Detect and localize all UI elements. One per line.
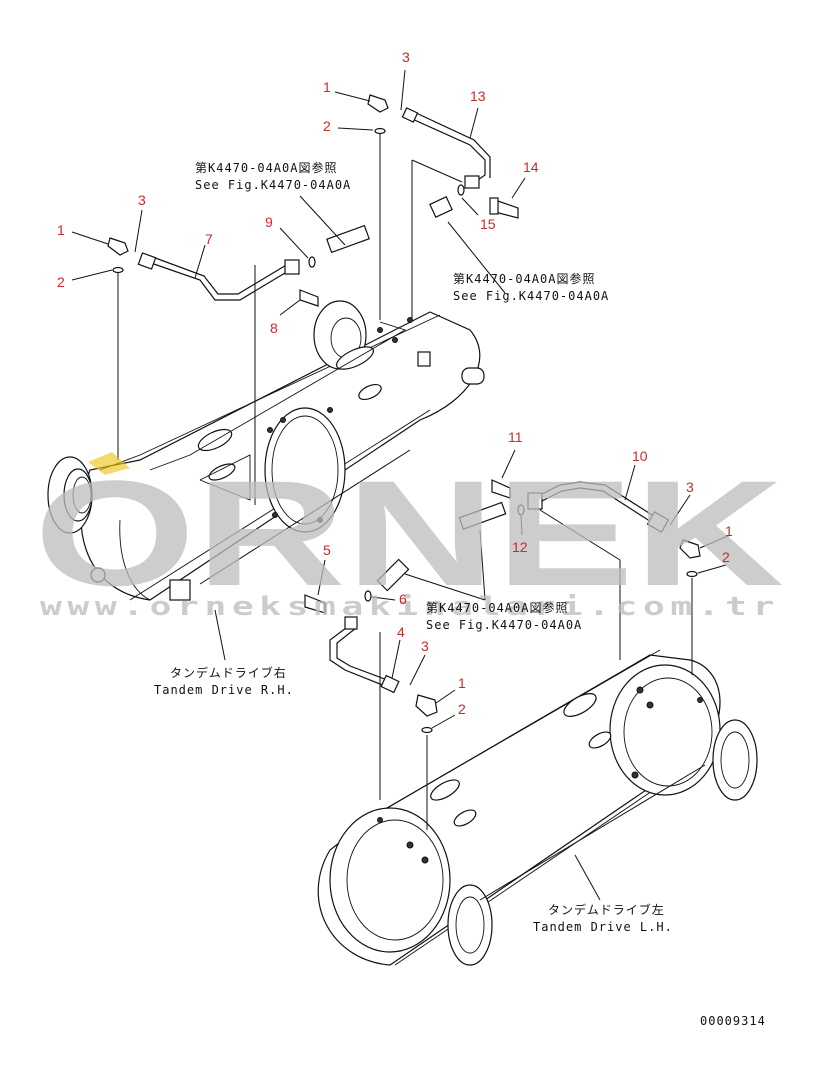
callout-4: 4	[397, 624, 405, 640]
ref-top-en: See Fig.K4470-04A0A	[195, 178, 351, 192]
ref-right-jp: 第K4470-04A0A図参照	[453, 271, 595, 286]
callout-13: 13	[470, 88, 486, 104]
drawing-number: 00009314	[700, 1014, 766, 1028]
assembly-lh-jp: タンデムドライブ左	[548, 902, 665, 917]
reference-labels: 第K4470-04A0A図参照 See Fig.K4470-04A0A 第K44…	[154, 160, 766, 1028]
callout-11: 11	[508, 429, 523, 445]
callout-1-lower: 1	[458, 675, 466, 691]
callout-1-top: 1	[323, 79, 331, 95]
callout-9: 9	[265, 214, 273, 230]
assembly-rh-en: Tandem Drive R.H.	[154, 683, 294, 697]
callout-2-top: 2	[323, 118, 331, 134]
watermark-brand: ORNEK	[34, 449, 784, 617]
watermark-logo-icon	[88, 452, 130, 475]
callout-5: 5	[323, 542, 331, 558]
tandem-drive-rh	[47, 300, 485, 601]
callout-2-right: 2	[722, 549, 730, 565]
assembly-lh-en: Tandem Drive L.H.	[533, 920, 673, 934]
callout-14: 14	[523, 159, 539, 175]
piping	[107, 94, 701, 734]
callout-3-left: 3	[138, 192, 146, 208]
callout-3-lower: 3	[421, 638, 429, 654]
callout-10: 10	[632, 448, 648, 464]
ref-mid-jp: 第K4470-04A0A図参照	[426, 600, 568, 615]
callout-6: 6	[399, 591, 407, 607]
tandem-drive-lh	[317, 649, 758, 966]
callout-1-left: 1	[57, 222, 65, 238]
callout-3-right: 3	[686, 479, 694, 495]
watermark-url: www.orneksmakinalari.com.tr	[40, 592, 780, 622]
callouts: 1 2 3 13 14 15 9 7 8 1 2 3 11 10 12 3 1 …	[57, 49, 733, 717]
callout-7: 7	[205, 231, 213, 247]
callout-8: 8	[270, 320, 278, 336]
callout-3-top: 3	[402, 49, 410, 65]
callout-2-left: 2	[57, 274, 65, 290]
callout-2-lower: 2	[458, 701, 466, 717]
ref-top-jp: 第K4470-04A0A図参照	[195, 160, 337, 175]
callout-1-right: 1	[725, 523, 733, 539]
ref-mid-en: See Fig.K4470-04A0A	[426, 618, 582, 632]
watermark: ORNEK www.orneksmakinalari.com.tr	[34, 449, 784, 622]
callout-15: 15	[480, 216, 496, 232]
assembly-rh-jp: タンデムドライブ右	[170, 665, 287, 680]
ref-right-en: See Fig.K4470-04A0A	[453, 289, 609, 303]
leader-lines	[71, 69, 731, 901]
callout-12: 12	[512, 539, 528, 555]
